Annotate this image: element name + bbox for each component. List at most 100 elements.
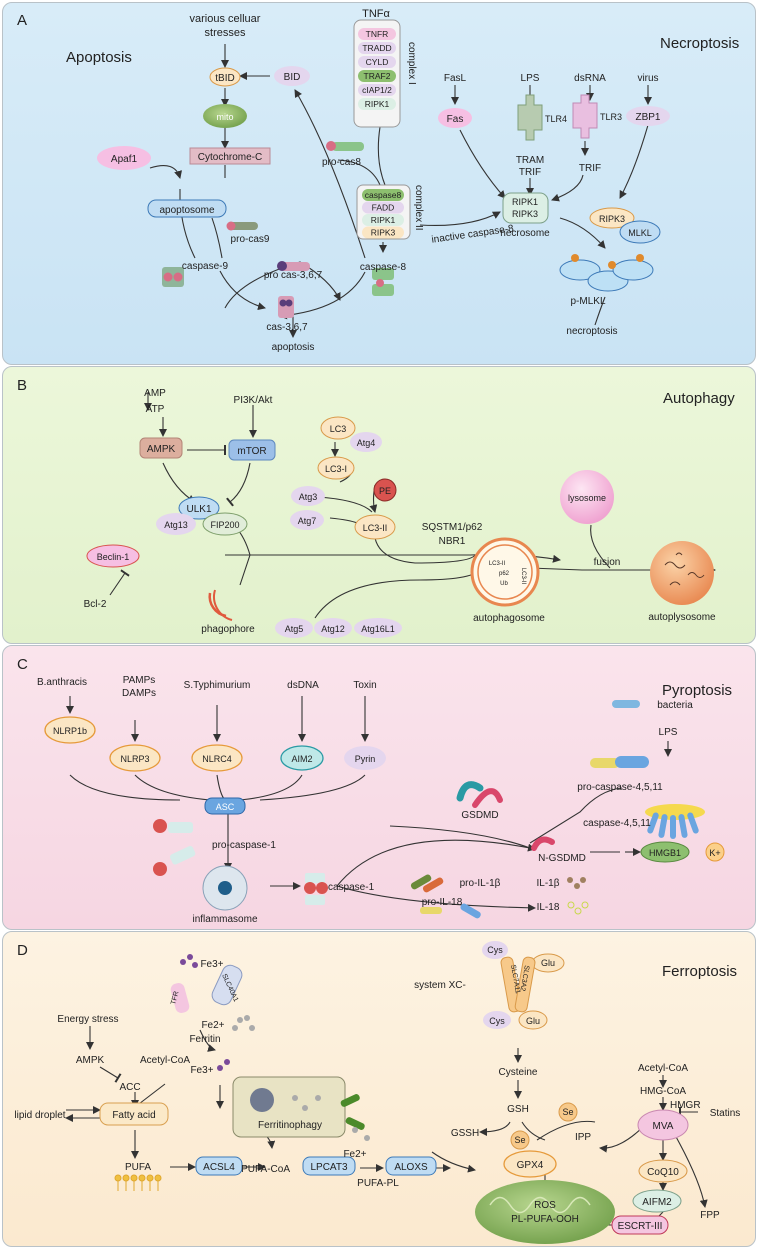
panel-c-letter: C xyxy=(17,656,28,673)
ap-inner-3: Ub xyxy=(500,581,508,587)
necrosome-label: necrosome xyxy=(500,228,550,239)
casp1-label: caspase-1 xyxy=(328,882,375,893)
lipid-label: lipid droplet xyxy=(14,1110,65,1121)
complex2-label: complex II xyxy=(413,185,424,231)
complex1-item-pill xyxy=(358,84,396,96)
il1b-label: IL-1β xyxy=(537,878,560,889)
hmgb1-label: HMGB1 xyxy=(649,848,681,858)
banth-label: B.anthracis xyxy=(37,677,87,688)
procasp1-label: pro-caspase-1 xyxy=(212,840,276,851)
stresses-line1: various celluar xyxy=(190,13,261,25)
pi3k-label: PI3K/Akt xyxy=(234,395,273,406)
fe3a-label: Fe3+ xyxy=(200,959,223,970)
trif2-label: TRIF xyxy=(579,163,601,174)
statins-label: Statins xyxy=(710,1108,741,1119)
nbr1-label: NBR1 xyxy=(439,536,466,547)
apoptosome-label: apoptosome xyxy=(159,205,214,216)
tbid-node xyxy=(209,67,241,87)
panel-c xyxy=(2,645,756,930)
panel-d-letter: D xyxy=(17,942,28,959)
phagophore-label: phagophore xyxy=(201,624,255,635)
tnfa-label: TNFα xyxy=(362,8,390,20)
ripk1-nec-label: RIPK1 xyxy=(512,197,538,207)
ferritin-label: Ferritin xyxy=(189,1034,220,1045)
panel-c-title: Pyroptosis xyxy=(662,682,732,699)
panel-c-shapes xyxy=(44,700,725,919)
gsdmd-pore xyxy=(647,812,699,839)
systemxc-label: system XC- xyxy=(414,980,466,991)
ap-inner-4: LC3-II xyxy=(520,568,526,585)
glu1-label: Glu xyxy=(541,958,555,968)
ulk1-node xyxy=(178,496,220,520)
ripk3b-label: RIPK3 xyxy=(599,214,625,224)
pufa-label: PUFA xyxy=(125,1162,151,1173)
atg5-label: Atg5 xyxy=(285,624,304,634)
se1-label: Se xyxy=(562,1107,573,1117)
complex1-label: complex I xyxy=(406,42,417,85)
complex2-item-pill xyxy=(362,189,404,201)
lc3-label: LC3 xyxy=(330,424,347,434)
mtor-node xyxy=(228,439,276,461)
mitochondrion-ros xyxy=(475,1180,615,1244)
gsh-label: GSH xyxy=(507,1104,529,1115)
apaf1-node xyxy=(97,146,151,170)
trif1-label: TRIF xyxy=(519,167,541,178)
complex2-item-label: FADD xyxy=(372,203,395,213)
inflammasome-label: inflammasome xyxy=(192,914,257,925)
gssh-label: GSSH xyxy=(451,1128,479,1139)
panel-d-shapes xyxy=(99,941,689,1244)
nlrc4-label: NLRC4 xyxy=(202,754,232,764)
il18-label: IL-18 xyxy=(537,902,560,913)
coq10-label: CoQ10 xyxy=(647,1167,679,1178)
cys2-label: Cys xyxy=(489,1016,505,1026)
procas9-label: pro-cas9 xyxy=(231,234,270,245)
tbid-label: tBID xyxy=(215,73,234,84)
k-label: K+ xyxy=(709,848,720,858)
pe-label: PE xyxy=(379,486,391,496)
ampk-node xyxy=(139,437,183,459)
beclin-label: Beclin-1 xyxy=(97,552,130,562)
complex1-item-label: TNFR xyxy=(366,29,389,39)
asc-label: ASC xyxy=(216,802,235,812)
slc3a2-label: SLC3A2 xyxy=(518,965,529,992)
nlrp1b-label: NLRP1b xyxy=(53,726,87,736)
panel-a-letter: A xyxy=(17,12,27,29)
autoply-label: autoplysosome xyxy=(648,612,716,623)
panel-b-shapes xyxy=(86,416,714,638)
atg12-label: Atg12 xyxy=(321,624,345,634)
acsl4-label: ACSL4 xyxy=(203,1162,235,1173)
lps-c-label: LPS xyxy=(659,727,678,738)
fip200-label: FIP200 xyxy=(210,520,239,530)
mlkl-node xyxy=(619,220,661,244)
panel-d-title: Ferroptosis xyxy=(662,963,737,980)
atg3-label: Atg3 xyxy=(299,492,318,502)
panel-a-title-right: Necroptosis xyxy=(660,35,739,52)
ap-inner-2: p62 xyxy=(499,571,510,577)
tlr3-label: TLR3 xyxy=(600,112,622,122)
mito-shape xyxy=(203,104,247,128)
atg7-label: Atg7 xyxy=(298,516,317,526)
panel-b-labels: B Autophagy AMP ATP PI3K/Akt AMPK mTOR U… xyxy=(17,377,735,635)
dsrna-label: dsRNA xyxy=(574,73,606,84)
aloxs-label: ALOXS xyxy=(394,1162,428,1173)
tlr3-shape xyxy=(572,94,598,139)
fusion-label: fusion xyxy=(594,557,621,568)
panel-a-shapes xyxy=(97,19,670,318)
fas-label: Fas xyxy=(447,114,464,125)
atg4-label: Atg4 xyxy=(357,438,376,448)
slc7a11-shape xyxy=(500,956,522,1013)
complex1-item-label: CYLD xyxy=(366,57,389,67)
nlrp1b-node xyxy=(44,716,96,744)
complex1-item-label: cIAP1/2 xyxy=(362,85,392,95)
complex1-item-label: TRADD xyxy=(362,43,391,53)
acetyl1-label: Acetyl-CoA xyxy=(140,1055,190,1066)
procasp4-label: pro-caspase-4,5,11 xyxy=(577,782,663,793)
ipp-label: IPP xyxy=(575,1132,591,1143)
fe2a-label: Fe2+ xyxy=(201,1020,224,1031)
complex2-item-label: RIPK3 xyxy=(371,228,396,238)
styph-label: S.Typhimurium xyxy=(184,680,251,691)
atg13-label: Atg13 xyxy=(164,520,188,530)
